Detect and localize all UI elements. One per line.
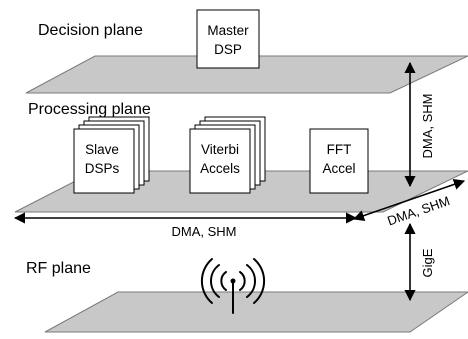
gige-label: GigE bbox=[420, 248, 435, 277]
viterbi-accels-label-1: Viterbi bbox=[201, 142, 239, 157]
viterbi-accels-label-2: Accels bbox=[200, 161, 240, 176]
decision-plane bbox=[25, 55, 468, 94]
master-dsp-box: Master DSP bbox=[196, 9, 260, 69]
slave-dsps-label-2: DSPs bbox=[85, 161, 120, 176]
processing-plane-label: Processing plane bbox=[28, 101, 151, 118]
dma-shm-vertical-label: DMA, SHM bbox=[420, 94, 435, 159]
master-dsp-label-1: Master bbox=[207, 23, 249, 38]
slave-dsps-stack: Slave DSPs bbox=[73, 116, 150, 194]
fft-accel-label-1: FFT bbox=[327, 142, 352, 157]
rf-plane-label: RF plane bbox=[26, 260, 91, 277]
decision-plane-label: Decision plane bbox=[38, 22, 143, 39]
dma-shm-horizontal-label: DMA, SHM bbox=[172, 224, 237, 239]
rf-plane bbox=[44, 291, 468, 333]
fft-accel-label-2: Accel bbox=[322, 161, 355, 176]
antenna-icon bbox=[200, 258, 266, 314]
master-dsp-label-2: DSP bbox=[214, 42, 242, 57]
dma-shm-diagonal-arrow bbox=[352, 178, 466, 222]
fft-accel-box: FFT Accel bbox=[309, 128, 369, 194]
slave-dsps-label-1: Slave bbox=[85, 142, 119, 157]
viterbi-accels-stack: Viterbi Accels bbox=[189, 116, 266, 194]
